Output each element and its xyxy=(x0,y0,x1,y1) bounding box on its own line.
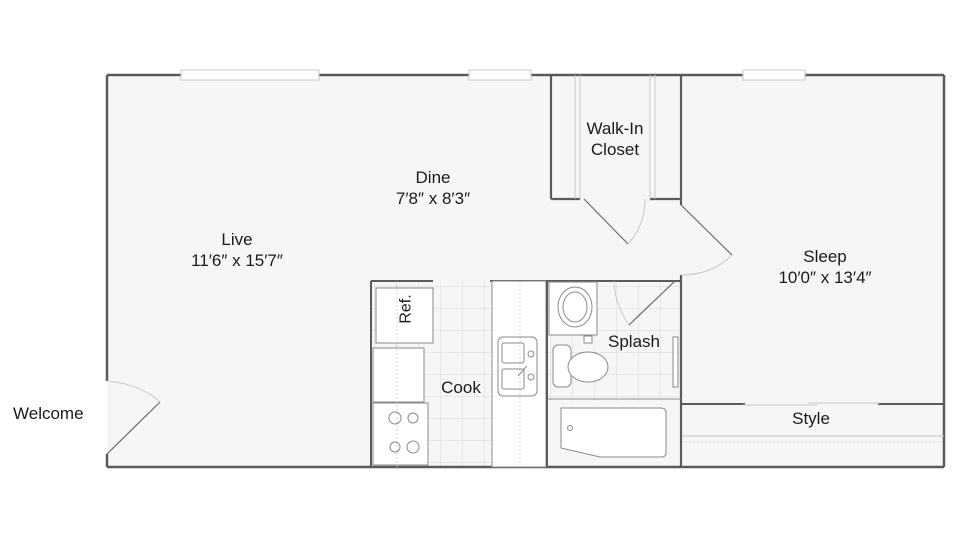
entry-label: Welcome xyxy=(13,404,84,423)
room-name-line2: Closet xyxy=(590,140,640,159)
toilet-bowl xyxy=(567,351,609,383)
room-name: Cook xyxy=(441,378,481,397)
room-label-live: Live 11′6″ x 15′7″ xyxy=(191,229,283,271)
entry-door xyxy=(106,380,161,455)
room-name: Live xyxy=(221,230,253,249)
bath-walls xyxy=(546,281,682,467)
bedroom-door xyxy=(680,204,733,276)
room-dimensions: 10′0″ x 13′4″ xyxy=(778,268,872,287)
window xyxy=(468,69,532,81)
windows xyxy=(180,69,806,81)
room-name: Splash xyxy=(608,332,660,351)
fixture-label-refrigerator: Ref. xyxy=(397,294,415,324)
bath-fixtures xyxy=(548,281,679,458)
room-label-sleep: Sleep 10′0″ x 13′4″ xyxy=(778,246,871,288)
kitchen-sink xyxy=(497,336,538,397)
stove xyxy=(372,402,429,466)
kitchen-left-cabinets xyxy=(372,287,434,466)
room-label-closet: Walk-In Closet xyxy=(587,118,644,160)
room-label-cook: Cook xyxy=(441,377,481,398)
stove-burners xyxy=(388,411,420,454)
style-closet xyxy=(681,402,944,443)
closet-door xyxy=(583,198,646,245)
bath-door xyxy=(613,280,676,326)
room-label-splash: Splash xyxy=(608,331,660,352)
room-name: Dine xyxy=(415,168,451,187)
room-label-style: Style xyxy=(792,408,830,429)
window xyxy=(180,69,320,81)
window xyxy=(742,69,806,81)
room-dimensions: 7′8″ x 8′3″ xyxy=(395,189,471,208)
bathtub xyxy=(560,407,667,458)
room-dimensions: 11′6″ x 15′7″ xyxy=(191,251,283,270)
room-name: Sleep xyxy=(803,247,847,266)
room-name: Style xyxy=(792,409,830,428)
room-label-dine: Dine 7′8″ x 8′3″ xyxy=(396,167,470,209)
refrigerator xyxy=(375,287,434,344)
closet-rods xyxy=(574,75,656,199)
kitchen-counter xyxy=(491,280,547,468)
room-name: Walk-In xyxy=(586,119,644,138)
